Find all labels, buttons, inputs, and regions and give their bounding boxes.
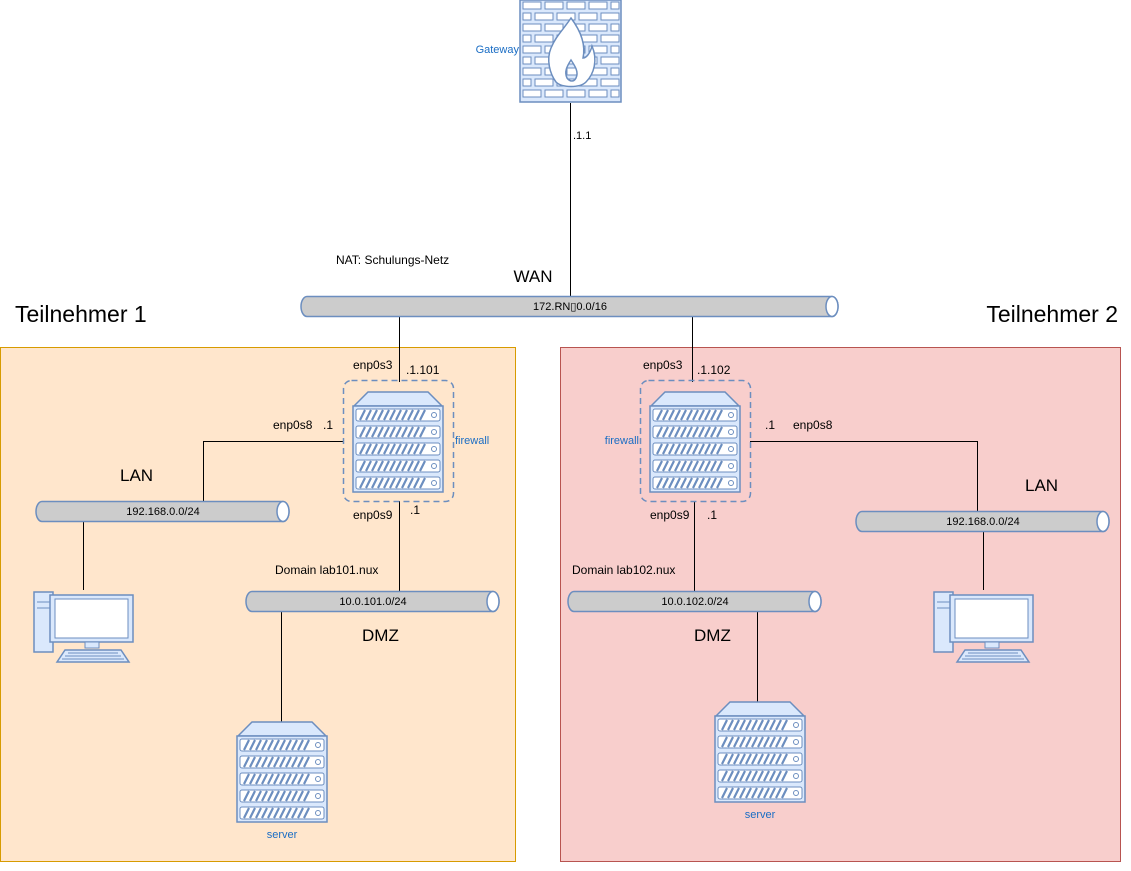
firewall-2-server-icon	[649, 391, 741, 493]
wan-network-label: 172.RN▯0.0/16	[533, 301, 607, 313]
lan-1-title: LAN	[120, 466, 153, 485]
firewall-1-wan-ip: .1.101	[406, 363, 440, 377]
firewall-2-wan-if: enp0s3	[643, 358, 683, 372]
server-2-icon	[714, 701, 806, 803]
firewall-2-wan-ip: .1.102	[697, 363, 731, 377]
pc-1-icon	[33, 591, 134, 663]
nat-label: NAT: Schulungs-Netz	[336, 253, 449, 267]
firewall-2-label: firewall	[605, 435, 639, 447]
firewall-1-lan-ip: .1	[323, 418, 333, 432]
firewall-1-wan-if: enp0s3	[353, 358, 393, 372]
flame-icon	[548, 16, 596, 88]
pc-2-icon	[933, 591, 1034, 663]
firewall-1-server-icon	[352, 391, 444, 493]
gateway-ip: .1.1	[573, 130, 591, 142]
link-firewall-1-lan	[203, 441, 343, 502]
firewall-2-lan-if: enp0s8	[793, 418, 833, 432]
firewall-1-lan-if: enp0s8	[273, 418, 313, 432]
firewall-2-group	[639, 379, 752, 503]
dmz-2-network-label: 10.0.102.0/24	[661, 596, 728, 608]
link-firewall-2-lan	[750, 441, 978, 512]
firewall-1-label: firewall	[455, 435, 489, 447]
lan-1-network-pipe	[35, 500, 290, 523]
gateway-label: Gateway	[476, 44, 520, 56]
teilnehmer-2-title: Teilnehmer 2	[986, 301, 1118, 327]
firewall-1-group	[342, 379, 455, 503]
wan-title: WAN	[513, 267, 552, 286]
server-2-label: server	[745, 809, 776, 821]
dmz-1-network-pipe	[245, 590, 500, 613]
firewall-2-dmz-if: enp0s9	[650, 508, 690, 522]
lan-2-title: LAN	[1025, 476, 1058, 495]
firewall-1-dmz-ip: .1	[410, 503, 420, 517]
dmz-2-domain: Domain lab102.nux	[572, 563, 675, 577]
lan-1-network-label: 192.168.0.0/24	[126, 506, 199, 518]
firewall-2-dmz-ip: .1	[707, 508, 717, 522]
dmz-1-title: DMZ	[362, 626, 399, 645]
wan-network-pipe	[300, 295, 839, 318]
dmz-2-title: DMZ	[694, 626, 731, 645]
server-1-label: server	[267, 829, 298, 841]
lan-2-network-label: 192.168.0.0/24	[946, 516, 1019, 528]
server-1-icon	[236, 721, 328, 823]
gateway-firewall-icon	[519, 0, 622, 103]
teilnehmer-1-title: Teilnehmer 1	[15, 301, 147, 327]
dmz-1-domain: Domain lab101.nux	[275, 563, 378, 577]
dmz-1-network-label: 10.0.101.0/24	[339, 596, 406, 608]
lan-2-network-pipe	[855, 510, 1110, 533]
firewall-2-lan-ip: .1	[765, 418, 775, 432]
connection-lines	[83, 103, 984, 722]
firewall-1-dmz-if: enp0s9	[353, 508, 393, 522]
dmz-2-network-pipe	[567, 590, 822, 613]
